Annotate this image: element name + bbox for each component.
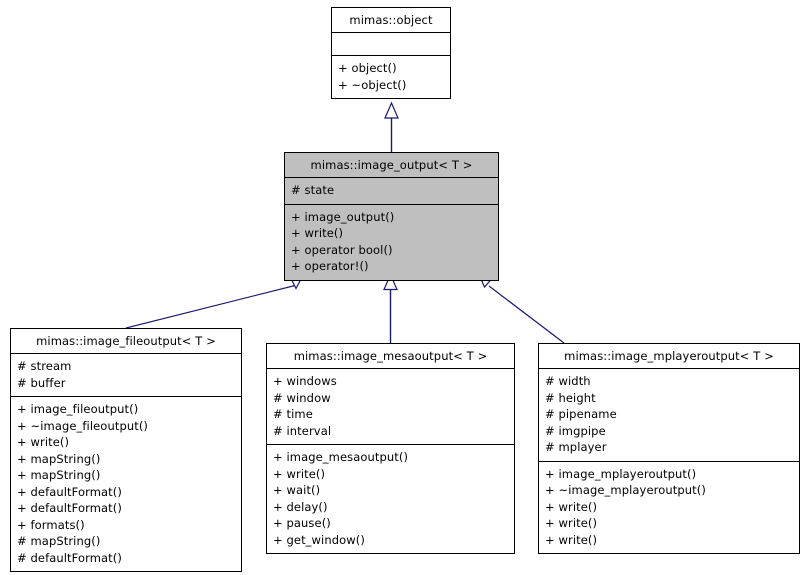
uml-class-image-output[interactable]: mimas::image_output< T > # state + image… bbox=[284, 152, 499, 281]
class-member: + pause() bbox=[273, 516, 331, 530]
class-divider bbox=[11, 353, 241, 354]
attribute-compartment-image-output: # state bbox=[285, 178, 498, 204]
class-member: + windows bbox=[273, 374, 337, 388]
class-divider bbox=[285, 203, 498, 205]
uml-class-image-fileoutput[interactable]: mimas::image_fileoutput< T > # stream # … bbox=[10, 328, 242, 572]
class-member: # window bbox=[273, 390, 331, 405]
class-divider bbox=[285, 177, 498, 178]
class-member: + ~image_mplayeroutput() bbox=[545, 483, 706, 497]
class-member: # interval bbox=[273, 423, 332, 438]
class-divider bbox=[332, 32, 450, 33]
attribute-compartment-image-mplayeroutput: # width # height # pipename # imgpipe # … bbox=[539, 369, 799, 461]
uml-class-image-mesaoutput[interactable]: mimas::image_mesaoutput< T > + windows #… bbox=[266, 343, 515, 554]
class-member: + write() bbox=[545, 516, 598, 530]
class-name-image-mplayeroutput: mimas::image_mplayeroutput< T > bbox=[564, 349, 774, 363]
class-member: + ~object() bbox=[338, 77, 407, 92]
attribute-compartment-image-fileoutput: # stream # buffer bbox=[11, 354, 241, 396]
class-name-image-mesaoutput: mimas::image_mesaoutput< T > bbox=[293, 349, 488, 363]
class-member: + mapString() bbox=[17, 451, 101, 466]
class-member: # width bbox=[545, 374, 591, 388]
class-name-object: mimas::object bbox=[349, 13, 433, 27]
class-member: + delay() bbox=[273, 499, 328, 514]
class-member: + defaultFormat() bbox=[17, 501, 122, 515]
attribute-compartment-object bbox=[332, 33, 450, 55]
operation-compartment-object: + object() + ~object() bbox=[332, 56, 450, 98]
class-member: # buffer bbox=[17, 375, 66, 390]
class-divider bbox=[267, 444, 514, 445]
class-member: + wait() bbox=[273, 483, 321, 497]
operation-compartment-image-output: + image_output() + write() + operator bo… bbox=[285, 205, 498, 280]
class-member: + image_mplayeroutput() bbox=[545, 466, 697, 481]
class-divider bbox=[539, 460, 799, 462]
class-member: + defaultFormat() bbox=[17, 484, 122, 499]
class-member: + object() bbox=[338, 61, 397, 75]
class-member: # height bbox=[545, 390, 596, 405]
class-member: # mapString() bbox=[17, 534, 101, 548]
class-member: # pipename bbox=[545, 407, 617, 421]
arrowhead-image-output-to-object bbox=[384, 101, 399, 119]
class-member: + mapString() bbox=[17, 468, 101, 482]
class-member: + write() bbox=[545, 499, 598, 514]
class-divider bbox=[539, 368, 799, 369]
class-member: + get_window() bbox=[273, 532, 365, 547]
class-member: # state bbox=[291, 183, 335, 197]
class-name-image-output: mimas::image_output< T > bbox=[310, 158, 473, 172]
class-divider bbox=[267, 368, 514, 369]
class-name-image-fileoutput: mimas::image_fileoutput< T > bbox=[36, 334, 216, 348]
operation-compartment-image-fileoutput: + image_fileoutput() + ~image_fileoutput… bbox=[11, 397, 241, 571]
edge-image-mplayeroutput-to-image-output bbox=[488, 285, 565, 344]
uml-class-object[interactable]: mimas::object + object() + ~object() bbox=[331, 7, 451, 99]
class-divider bbox=[11, 396, 241, 397]
class-member: + formats() bbox=[17, 517, 85, 532]
class-member: # time bbox=[273, 407, 313, 421]
class-member: # stream bbox=[17, 359, 72, 373]
attribute-compartment-image-mesaoutput: + windows # window # time # interval bbox=[267, 369, 514, 444]
class-member: + write() bbox=[273, 466, 326, 481]
operation-compartment-image-mesaoutput: + image_mesaoutput() + write() + wait() … bbox=[267, 445, 514, 553]
class-member: + image_mesaoutput() bbox=[273, 450, 409, 464]
class-member: + image_output() bbox=[291, 209, 395, 224]
class-member: + image_fileoutput() bbox=[17, 402, 139, 416]
class-member: # defaultFormat() bbox=[17, 550, 122, 565]
class-member: + ~image_fileoutput() bbox=[17, 418, 149, 433]
class-divider bbox=[332, 55, 450, 56]
class-member: + operator bool() bbox=[291, 242, 393, 257]
class-member: + operator!() bbox=[291, 259, 369, 273]
operation-compartment-image-mplayeroutput: + image_mplayeroutput() + ~image_mplayer… bbox=[539, 462, 799, 554]
class-member: + write() bbox=[17, 435, 70, 449]
class-member: + write() bbox=[291, 226, 344, 240]
class-member: # imgpipe bbox=[545, 423, 606, 438]
class-member: + write() bbox=[545, 532, 598, 547]
class-member: # mplayer bbox=[545, 440, 607, 454]
uml-class-image-mplayeroutput[interactable]: mimas::image_mplayeroutput< T > # width … bbox=[538, 343, 800, 554]
edge-image-fileoutput-to-image-output bbox=[125, 284, 298, 329]
